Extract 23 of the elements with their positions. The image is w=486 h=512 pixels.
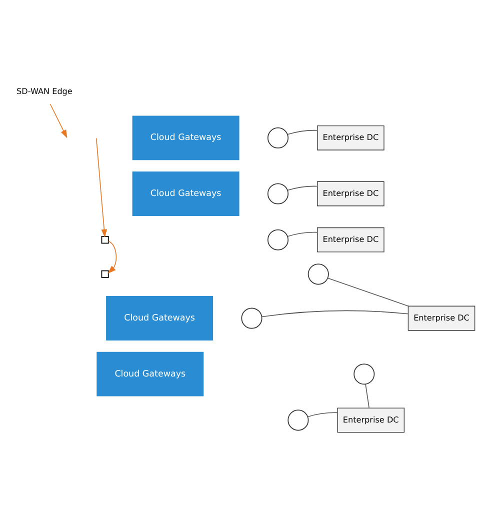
node-box: Cloud Gateways — [106, 296, 214, 340]
connector — [307, 412, 338, 418]
connector — [287, 232, 318, 237]
node-circle — [354, 364, 375, 385]
node-circle — [241, 308, 262, 329]
arrow — [50, 104, 68, 138]
node-circle — [267, 183, 289, 204]
node-circle — [267, 229, 289, 250]
node-box — [101, 236, 109, 244]
node-circle — [308, 264, 329, 285]
node-box — [101, 270, 109, 278]
connector — [287, 186, 318, 191]
connector — [327, 278, 409, 306]
node-circle — [267, 127, 289, 148]
node-box: Cloud Gateways — [132, 116, 240, 160]
connector — [365, 384, 370, 408]
arrow — [108, 240, 117, 274]
node-box: Cloud Gateways — [132, 172, 240, 216]
arrow — [96, 138, 108, 238]
connector — [287, 130, 318, 135]
node-box: Cloud Gateways — [96, 352, 204, 396]
node-circle — [288, 410, 309, 431]
connector — [261, 310, 409, 318]
